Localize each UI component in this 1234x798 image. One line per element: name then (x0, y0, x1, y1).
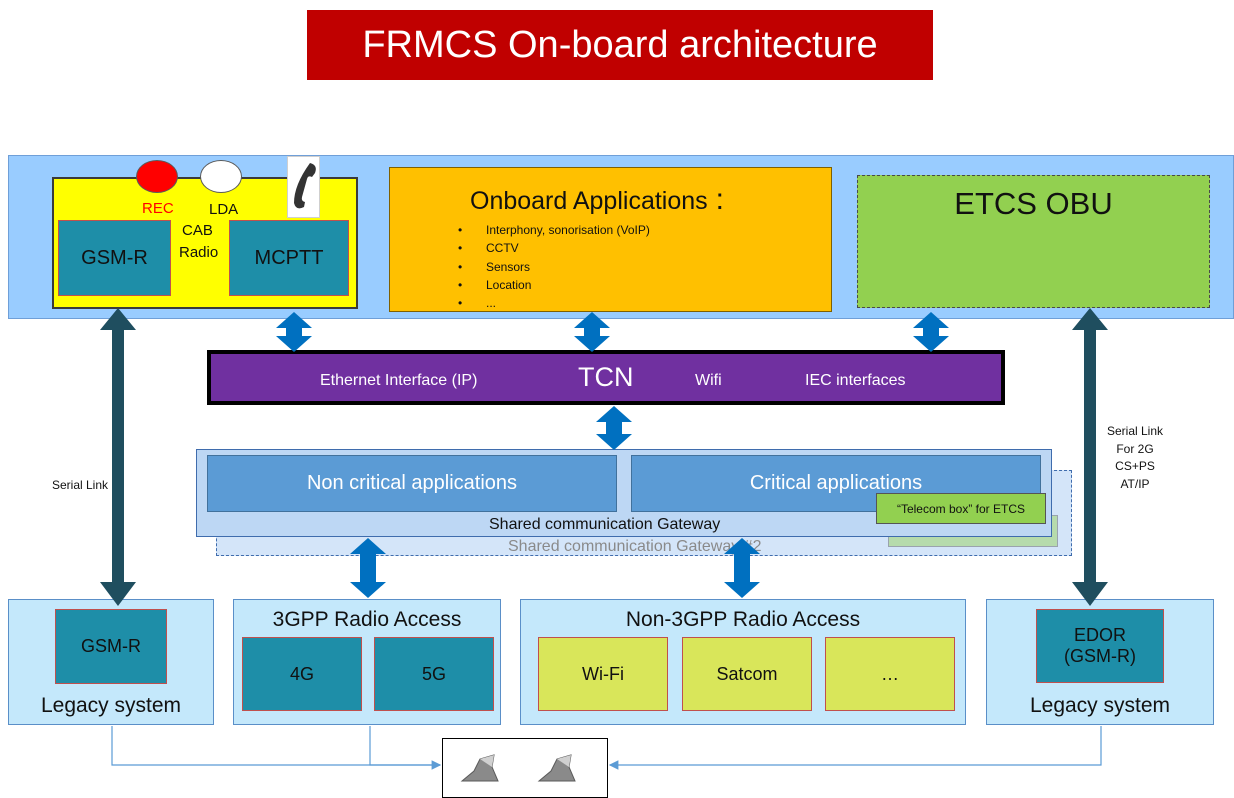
title-colon: : (715, 183, 725, 216)
apps-tcn-arrow (574, 312, 610, 352)
serial-link-left-label: Serial Link (51, 478, 109, 492)
page-title: FRMCS On-board architecture (307, 10, 933, 80)
serial-right-line: CS+PS (1115, 459, 1155, 473)
serial-link-right-label: Serial Link For 2G CS+PS AT/IP (1100, 423, 1170, 493)
etcs-obu-box (857, 175, 1210, 308)
radio-non3gpp-title: Non-3GPP Radio Access (625, 608, 861, 631)
edor-box: EDOR (GSM-R) (1036, 609, 1164, 683)
shared-gateway-2-label: Shared communication Gateway #2 (508, 538, 762, 555)
wifi-label: Wifi (695, 372, 722, 389)
onboard-applications-list: Interphony, sonorisation (VoIP) CCTV Sen… (458, 221, 650, 312)
cab-tcn-arrow (276, 312, 312, 352)
gsmr-cab-box: GSM-R (58, 220, 171, 296)
gateway-non3gpp-arrow (724, 538, 760, 598)
serial-right-line: AT/IP (1120, 476, 1150, 491)
satcom-box: Satcom (682, 637, 812, 711)
serial-link-right-arrow (1072, 308, 1108, 606)
list-item: Location (458, 276, 650, 294)
lda-label: LDA (209, 201, 239, 218)
radio-3gpp-ground-line (369, 726, 440, 766)
telecom-box: “Telecom box” for ETCS (876, 493, 1046, 524)
edor-line: EDOR (1073, 625, 1126, 645)
legacy-right-ground-line (608, 726, 1102, 770)
legacy-gsmr-box: GSM-R (55, 609, 167, 684)
telephone-icon (287, 156, 320, 218)
radio-label: Radio (179, 244, 219, 261)
antenna-icon (535, 753, 581, 783)
list-item: CCTV (458, 239, 650, 257)
iec-interfaces-label: IEC interfaces (805, 372, 906, 389)
wifi-box: Wi-Fi (538, 637, 668, 711)
list-item: Sensors (458, 258, 650, 276)
gateway-3gpp-arrow (350, 538, 386, 598)
radio-5g-box: 5G (374, 637, 494, 711)
serial-link-left-arrow (100, 308, 136, 606)
rec-indicator (136, 160, 178, 193)
radio-3gpp-title: 3GPP Radio Access (272, 608, 462, 631)
etcs-tcn-arrow (913, 312, 949, 352)
list-item: Interphony, sonorisation (VoIP) (458, 221, 650, 239)
legacy-left-ground-line (111, 726, 442, 770)
shared-gateway-label: Shared communication Gateway (489, 516, 721, 533)
tcn-label: TCN (578, 362, 634, 392)
lda-indicator (200, 160, 242, 193)
rec-label: REC (142, 200, 174, 217)
antenna-icon (458, 753, 504, 783)
etcs-obu-label: ETCS OBU (954, 186, 1113, 221)
ethernet-interface-label: Ethernet Interface (IP) (320, 372, 478, 389)
edor-line: (GSM-R) (1064, 646, 1136, 666)
legacy-system-left-caption: Legacy system (40, 694, 182, 717)
serial-right-line: Serial Link (1106, 424, 1164, 438)
serial-right-line: For 2G (1116, 441, 1154, 456)
mcptt-box: MCPTT (229, 220, 349, 296)
list-item: ... (458, 294, 650, 312)
radio-4g-box: 4G (242, 637, 362, 711)
legacy-system-right-caption: Legacy system (1029, 694, 1171, 717)
tcn-bar (207, 350, 1005, 405)
other-radio-box: … (825, 637, 955, 711)
non-critical-applications-box: Non critical applications (207, 455, 617, 512)
onboard-applications-title: Onboard Applications: (470, 183, 725, 216)
tcn-gateway-arrow (596, 406, 632, 450)
cab-label: CAB (182, 222, 213, 239)
